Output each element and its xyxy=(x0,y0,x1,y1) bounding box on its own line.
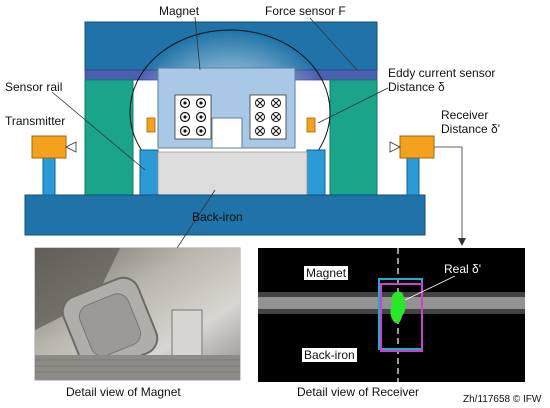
reaction-plate xyxy=(157,151,308,196)
transmitter-post xyxy=(42,154,56,196)
left-leg xyxy=(84,79,134,196)
leader-arrow-head xyxy=(458,238,466,246)
transmitter-lens xyxy=(65,141,77,153)
back-iron-base xyxy=(24,194,426,236)
receiver-box xyxy=(399,135,435,159)
sensor-rail-left xyxy=(139,149,159,196)
label-force-sensor: Force sensor F xyxy=(265,4,346,18)
transmitter-box xyxy=(31,135,67,159)
magnet-photo xyxy=(34,247,241,381)
label-sensor-rail: Sensor rail xyxy=(5,80,63,94)
label-eddy-sensor: Eddy current sensor xyxy=(388,66,496,80)
label-magnet: Magnet xyxy=(159,4,200,18)
label-transmitter: Transmitter xyxy=(5,114,66,128)
label-receiver-distance: Distance δ' xyxy=(441,122,500,136)
sensor-rail-right xyxy=(306,149,326,196)
eddy-sensor-right xyxy=(306,117,316,133)
coil-left-dots xyxy=(179,97,207,137)
inset-label-magnet: Magnet xyxy=(304,266,349,280)
credit-text: Zh/117658 © IFW xyxy=(463,394,542,405)
label-distance: Distance δ xyxy=(388,80,445,94)
signal-spot xyxy=(390,291,406,324)
caption-detail-magnet: Detail view of Magnet xyxy=(66,385,181,399)
receiver-post xyxy=(406,154,420,196)
receiver-frame-magenta xyxy=(380,283,423,352)
receiver-image xyxy=(258,248,525,382)
magnet-slot xyxy=(211,117,243,149)
label-back-iron: Back-iron xyxy=(192,210,243,224)
receiver-lens xyxy=(389,141,401,153)
coil-right-crosses xyxy=(255,98,281,136)
label-real-delta: Real δ' xyxy=(444,262,481,276)
caption-detail-receiver: Detail view of Receiver xyxy=(297,385,420,399)
eddy-sensor-left xyxy=(146,117,156,133)
label-receiver: Receiver xyxy=(441,108,489,122)
inset-label-back-iron: Back-iron xyxy=(302,348,357,362)
